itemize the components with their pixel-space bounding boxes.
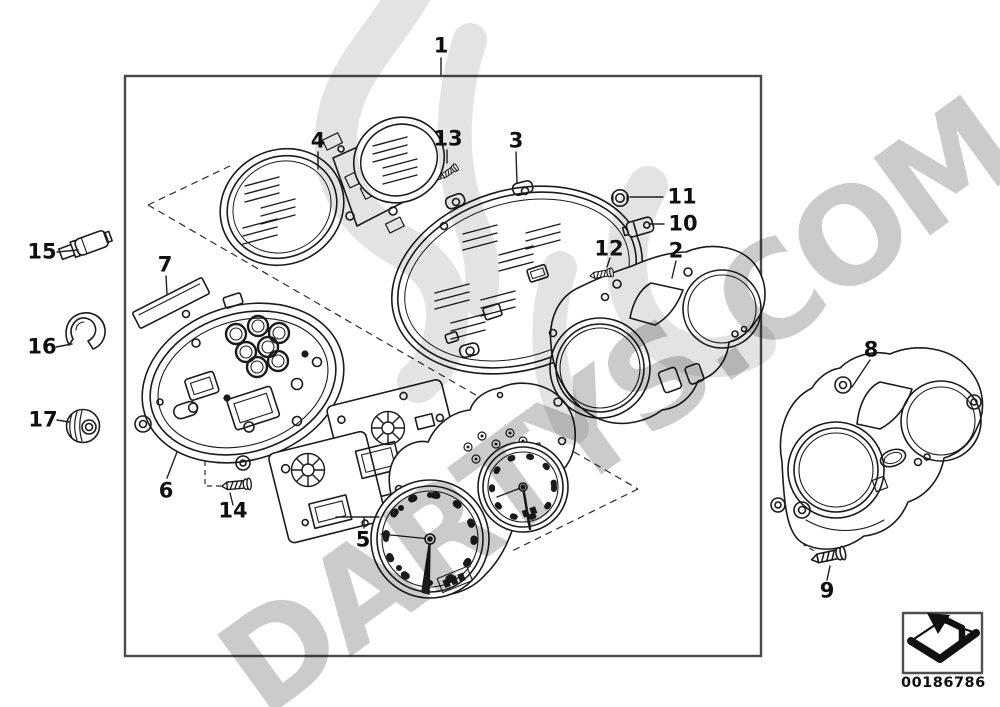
callout-14[interactable]: 14	[218, 498, 248, 523]
callout-4[interactable]: 4	[310, 128, 326, 153]
callout-5[interactable]: 5	[355, 527, 371, 552]
catalog-arrow-icon	[907, 613, 980, 663]
callout-12[interactable]: 12	[594, 236, 624, 261]
fiche-part-number: 00186786	[901, 675, 986, 691]
callout-15[interactable]: 15	[27, 239, 57, 264]
callout-2[interactable]: 2	[668, 238, 684, 263]
part-8-cover-housing	[770, 347, 984, 550]
part-6-rear-housing	[134, 292, 345, 471]
callout-10[interactable]: 10	[668, 211, 698, 236]
part-17-plug-grommet	[65, 408, 101, 444]
part-15-bulb-socket	[57, 230, 113, 261]
callout-1[interactable]: 1	[433, 33, 449, 58]
callout-13[interactable]: 13	[433, 126, 463, 151]
part-7-seal-strip	[132, 277, 210, 329]
part-16-clip	[65, 312, 106, 350]
callout-8[interactable]: 8	[863, 337, 879, 362]
callout-9[interactable]: 9	[819, 578, 835, 603]
catalog-logo-box	[901, 611, 984, 675]
callout-3[interactable]: 3	[508, 128, 524, 153]
callout-7[interactable]: 7	[157, 252, 173, 277]
callout-17[interactable]: 17	[28, 407, 58, 432]
part-11-nut	[610, 189, 629, 208]
callout-16[interactable]: 16	[27, 334, 57, 359]
callout-11[interactable]: 11	[667, 184, 697, 209]
callout-6[interactable]: 6	[158, 478, 174, 503]
part-5-instrument-cluster	[268, 379, 576, 599]
